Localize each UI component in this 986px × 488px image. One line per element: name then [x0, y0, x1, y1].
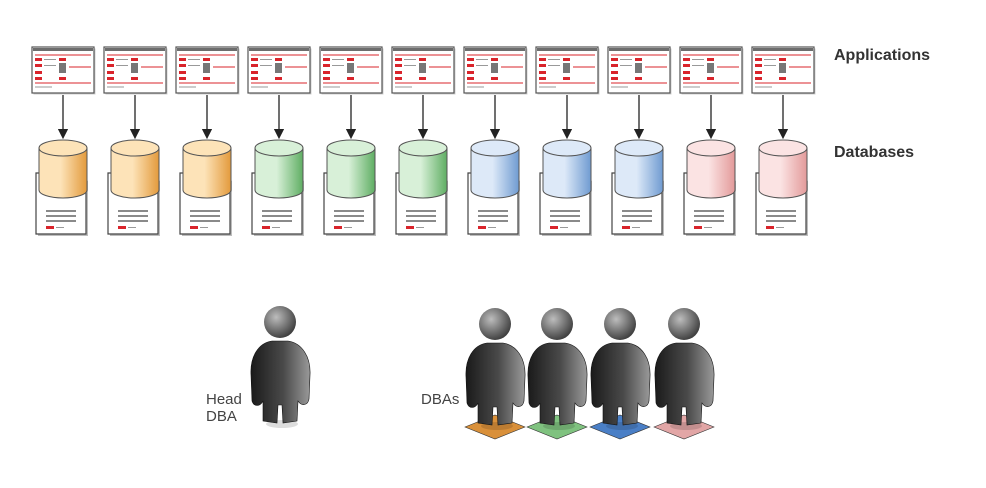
application-window: [319, 46, 384, 95]
dba-figure-green: [526, 308, 588, 440]
person-body: [654, 342, 715, 426]
person-body: [527, 342, 588, 426]
application-window: [391, 46, 456, 95]
database-cylinder-icon: [758, 139, 808, 199]
application-window: [175, 46, 240, 95]
person-body: [590, 342, 651, 426]
people: [250, 306, 715, 440]
person-head: [668, 308, 700, 340]
person-head: [264, 306, 296, 338]
dba-figure-blue: [589, 308, 651, 440]
person-head: [541, 308, 573, 340]
applications-label: Applications: [834, 47, 931, 64]
application-window: [31, 46, 96, 95]
database-orange: [107, 139, 160, 236]
database-cylinder-icon: [254, 139, 304, 199]
database-green: [323, 139, 376, 236]
database-pink: [683, 139, 736, 236]
database-cylinder-icon: [614, 139, 664, 199]
dbas-label: DBAs: [421, 391, 460, 408]
database-green: [251, 139, 304, 236]
database-green: [395, 139, 448, 236]
head-dba-label-line2: DBA: [206, 408, 237, 425]
database-cylinder-icon: [326, 139, 376, 199]
head-dba-label-line1: Head: [206, 391, 242, 408]
database-pink: [755, 139, 808, 236]
applications-row: [31, 46, 816, 95]
dba-figure-pink: [653, 308, 715, 440]
head-dba-label: Head DBA: [206, 391, 266, 425]
head-dba-figure: [250, 306, 311, 428]
database-cylinder-icon: [542, 139, 592, 199]
database-orange: [35, 139, 88, 236]
application-window: [247, 46, 312, 95]
databases-label: Databases: [834, 144, 915, 161]
application-window: [535, 46, 600, 95]
database-blue: [467, 139, 520, 236]
database-cylinder-icon: [182, 139, 232, 199]
application-window: [607, 46, 672, 95]
database-cylinder-icon: [110, 139, 160, 199]
person-head: [479, 308, 511, 340]
databases-row: [35, 139, 808, 236]
application-window: [103, 46, 168, 95]
database-blue: [539, 139, 592, 236]
database-cylinder-icon: [398, 139, 448, 199]
person-body: [465, 342, 526, 426]
dba-figure-orange: [464, 308, 526, 440]
database-cylinder-icon: [38, 139, 88, 199]
application-window: [679, 46, 744, 95]
application-window: [751, 46, 816, 95]
arrows: [57, 95, 789, 140]
database-cylinder-icon: [686, 139, 736, 199]
person-body: [250, 340, 311, 424]
application-window: [463, 46, 528, 95]
database-cylinder-icon: [470, 139, 520, 199]
person-head: [604, 308, 636, 340]
database-orange: [179, 139, 232, 236]
database-blue: [611, 139, 664, 236]
